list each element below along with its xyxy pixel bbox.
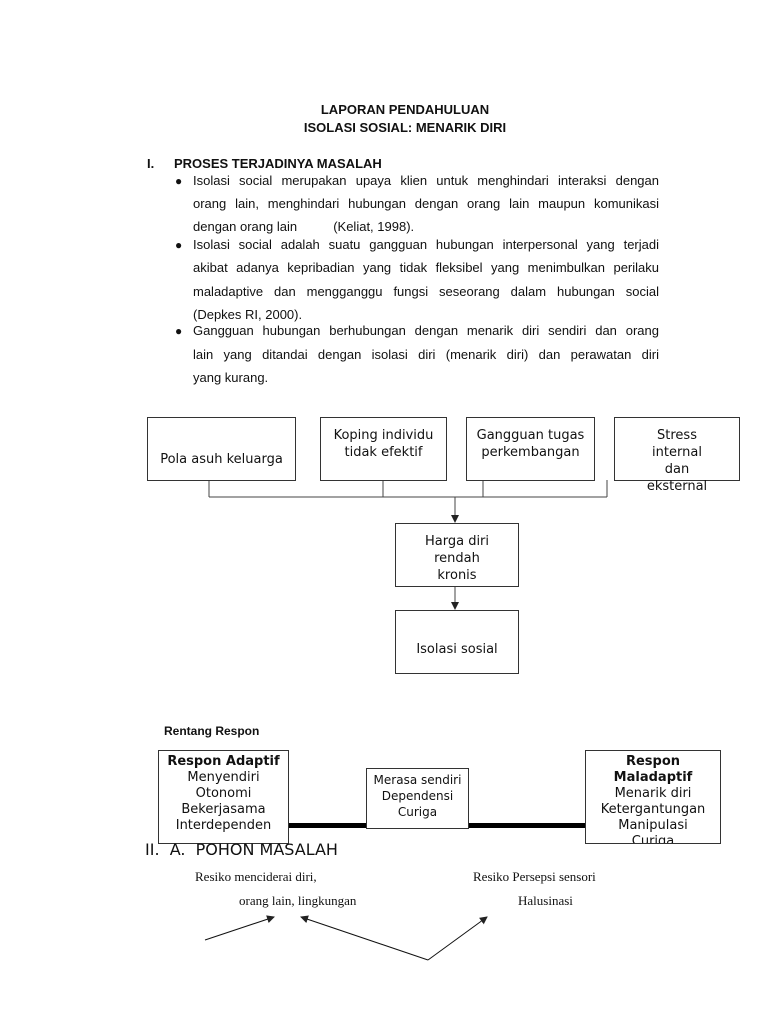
box-item: Bekerjasama bbox=[181, 802, 266, 817]
paragraph-line: Gangguan hubungan berhubungan dengan men… bbox=[193, 323, 659, 338]
box-item: Manipulasi bbox=[618, 818, 688, 833]
bullet-icon: ● bbox=[175, 174, 183, 188]
title-line-2: ISOLASI SOSIAL: MENARIK DIRI bbox=[303, 120, 507, 135]
paragraph-line: dengan orang lain (Keliat, 1998). bbox=[193, 219, 415, 234]
paragraph-line: maladaptive dan mengganggu fungsi seseor… bbox=[193, 284, 659, 299]
paragraph-line: (Depkes RI, 2000). bbox=[193, 307, 303, 322]
box-item: Dependensi bbox=[381, 789, 454, 803]
respon-tengah-box: Merasa sendiri Dependensi Curiga bbox=[366, 768, 469, 829]
pohon-left-line-1: Resiko menciderai diri, bbox=[195, 869, 317, 884]
paragraph-line: orang lain, menghindari hubungan dengan … bbox=[193, 196, 659, 211]
cause-box-stress: Stress internal dan eksternal bbox=[614, 417, 740, 494]
paragraph-line: lain yang ditandai dengan isolasi diri (… bbox=[193, 347, 659, 362]
section-heading: PROSES TERJADINYA MASALAH bbox=[174, 156, 382, 171]
cause-box-koping: Koping individu tidak efektif bbox=[320, 417, 447, 481]
box-item: Merasa sendiri bbox=[373, 773, 462, 787]
bullet-icon: ● bbox=[175, 324, 183, 338]
box-item: Menyendiri bbox=[187, 770, 260, 785]
pohon-right-line-2: Halusinasi bbox=[518, 893, 573, 908]
box-item: Curiga bbox=[397, 805, 438, 819]
pohon-masalah-heading: II. A. POHON MASALAH bbox=[145, 840, 338, 859]
respon-maladaptif-box: Respon Maladaptif Menarik diri Ketergant… bbox=[585, 750, 721, 844]
paragraph-line: Isolasi social adalah suatu gangguan hub… bbox=[193, 237, 659, 252]
paragraph-line: Isolasi social merupakan upaya klien unt… bbox=[193, 173, 659, 188]
respon-adaptif-box: Respon Adaptif Menyendiri Otonomi Bekerj… bbox=[158, 750, 289, 844]
box-item: Otonomi bbox=[195, 786, 252, 801]
isolasi-sosial-box: Isolasi sosial bbox=[395, 610, 519, 674]
pohon-right-line-1: Resiko Persepsi sensori bbox=[473, 869, 596, 884]
bullet-icon: ● bbox=[175, 238, 183, 252]
box-item: Curiga bbox=[631, 834, 675, 844]
harga-diri-box: Harga diri rendah kronis bbox=[395, 523, 519, 587]
rentang-heading: Rentang Respon bbox=[164, 724, 260, 738]
box-title: Respon Adaptif bbox=[167, 754, 280, 769]
cause-box-gangguan: Gangguan tugas perkembangan bbox=[466, 417, 595, 481]
box-item: Interdependen bbox=[175, 818, 272, 833]
box-item: Menarik diri bbox=[614, 786, 692, 801]
box-item: Ketergantungan bbox=[600, 802, 706, 817]
section-number: I. bbox=[147, 156, 155, 171]
box-title: Respon Maladaptif bbox=[613, 754, 693, 785]
paragraph-line: yang kurang. bbox=[193, 370, 269, 385]
title-line-1: LAPORAN PENDAHULUAN bbox=[320, 102, 490, 117]
paragraph-line: akibat adanya kepribadian yang tidak fle… bbox=[193, 260, 659, 275]
cause-box-pola-asuh: Pola asuh keluarga bbox=[147, 417, 296, 481]
pohon-left-line-2: orang lain, lingkungan bbox=[239, 893, 357, 908]
